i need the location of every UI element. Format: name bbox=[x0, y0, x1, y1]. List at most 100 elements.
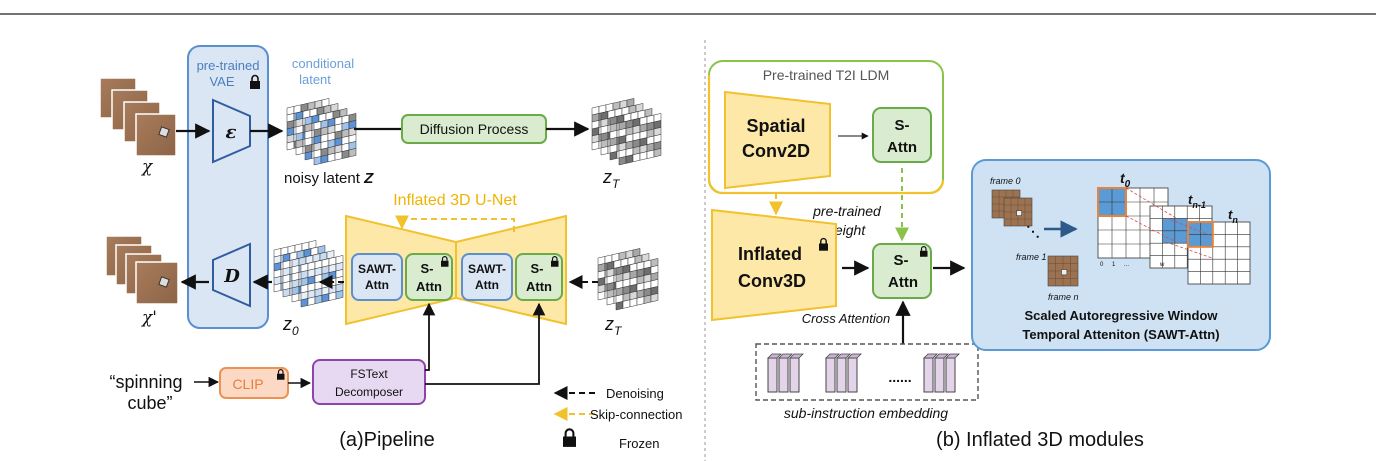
spatial-line-2: Conv2D bbox=[742, 141, 810, 161]
input-frames bbox=[99, 77, 177, 157]
latent-cell bbox=[646, 149, 655, 159]
window-cell-highlight bbox=[1174, 218, 1188, 231]
embedding-bar bbox=[789, 357, 800, 393]
window-cell-highlight bbox=[1098, 202, 1112, 216]
frame-n-thumb: frame n bbox=[1047, 255, 1079, 302]
frame-0-label: frame 0 bbox=[990, 176, 1021, 186]
sawt-2b: Attn bbox=[475, 278, 499, 292]
window-cell-highlight bbox=[1200, 222, 1213, 235]
window-cell-highlight bbox=[1112, 202, 1126, 216]
latent-cell bbox=[334, 151, 343, 161]
sawt-1b: Attn bbox=[365, 278, 389, 292]
inflated-line-2: Conv3D bbox=[738, 271, 806, 291]
embedding-bar-top bbox=[825, 353, 840, 359]
sattn-2a: S- bbox=[531, 261, 544, 276]
cond-latent-1: conditional bbox=[292, 56, 354, 71]
s-attn-top bbox=[872, 107, 932, 163]
embedding-bar-top bbox=[945, 353, 960, 359]
noisy-latent-grid bbox=[286, 98, 357, 166]
latent-cell bbox=[335, 290, 344, 300]
latent-cell bbox=[286, 141, 295, 151]
latent-cell bbox=[307, 296, 316, 306]
legend-skip: Skip-connection bbox=[590, 407, 683, 422]
embedding-bar-top bbox=[923, 353, 938, 359]
sawt-attn-block-2 bbox=[461, 253, 513, 301]
t0-label: t0 bbox=[1120, 170, 1131, 190]
frame-n-label: frame n bbox=[1048, 292, 1079, 302]
lock-icon bbox=[250, 74, 260, 89]
window-link bbox=[1165, 217, 1213, 237]
embedding-dots: ...... bbox=[888, 369, 911, 385]
embedding-box bbox=[755, 343, 979, 401]
encoder-symbol: ε bbox=[226, 122, 237, 143]
sattn-mid-a: S- bbox=[894, 252, 909, 269]
caption-a: (a)Pipeline bbox=[339, 429, 435, 451]
z0-label: z0 bbox=[282, 314, 299, 338]
window-cell-highlight bbox=[1112, 188, 1126, 202]
latent-cell bbox=[327, 152, 336, 163]
decoder bbox=[212, 242, 251, 308]
latent-cell bbox=[643, 294, 652, 304]
clip-label: CLIP bbox=[232, 376, 263, 392]
arrow-fstext-sattn-1 bbox=[422, 302, 436, 371]
latent-cell bbox=[313, 156, 322, 166]
vae-label-1: pre-trained bbox=[197, 58, 260, 73]
noisy-latent-label: noisy latent Z bbox=[284, 170, 374, 187]
sawt-attn-block-1 bbox=[351, 253, 403, 301]
ldm-title: Pre-trained T2I LDM bbox=[763, 67, 890, 83]
sattn-1a: S- bbox=[421, 261, 434, 276]
lock-icon bbox=[277, 369, 285, 380]
inflated-line-1: Inflated bbox=[738, 244, 802, 264]
latent-cell bbox=[295, 146, 304, 156]
sawt-title-1: Scaled Autoregressive Window bbox=[1024, 308, 1218, 323]
embedding-bar bbox=[825, 357, 836, 393]
latent-cell bbox=[629, 297, 638, 308]
output-frames bbox=[105, 235, 179, 305]
latent-cell bbox=[348, 148, 357, 158]
tn1-label: tn-1 bbox=[1188, 192, 1206, 210]
embedding-bar bbox=[923, 357, 934, 393]
window-cell-highlight bbox=[1162, 218, 1175, 231]
sattn-1b: Attn bbox=[416, 279, 442, 294]
fstext-line-2: Decomposer bbox=[335, 385, 403, 399]
lock-icon bbox=[563, 428, 576, 447]
sawt-2a: SAWT- bbox=[468, 262, 506, 276]
latent-cell bbox=[622, 299, 631, 309]
latent-cell bbox=[320, 154, 329, 164]
frame-1-thumb: frame 1 bbox=[1016, 252, 1047, 262]
embedding-bar-top bbox=[789, 353, 804, 359]
output-label: χ' bbox=[141, 308, 157, 328]
embedding-bar bbox=[945, 357, 956, 393]
z0-grid bbox=[273, 240, 344, 308]
fstext-box bbox=[312, 359, 426, 405]
latent-cell bbox=[300, 298, 309, 308]
skip-connection bbox=[395, 215, 515, 232]
embedding-bar bbox=[778, 357, 789, 393]
latent-cell bbox=[632, 152, 641, 163]
tn-label: tn bbox=[1228, 207, 1238, 225]
encoder bbox=[212, 98, 251, 164]
arrow-fstext-sattn-2 bbox=[425, 302, 546, 385]
latent-cell bbox=[650, 293, 659, 303]
prompt-line-2: cube” bbox=[127, 393, 172, 413]
sattn-top-b: Attn bbox=[887, 139, 917, 156]
latent-cell bbox=[615, 301, 624, 311]
latent-cell bbox=[625, 154, 634, 164]
spatial-line-1: Spatial bbox=[746, 116, 805, 136]
latent-cell bbox=[600, 146, 609, 156]
latent-cell bbox=[653, 148, 662, 158]
latent-cell bbox=[609, 151, 618, 161]
embedding-bar-top bbox=[847, 353, 862, 359]
latent-cell bbox=[341, 149, 350, 159]
axis-tick: w bbox=[1159, 262, 1165, 268]
frame-dots: ⋱ bbox=[1026, 223, 1040, 239]
window-link bbox=[1125, 215, 1177, 243]
lock-icon bbox=[920, 246, 928, 257]
vae-label-2: VAE bbox=[209, 74, 234, 89]
thumb-cube bbox=[1061, 269, 1068, 276]
window-cell-highlight bbox=[1162, 230, 1175, 244]
zt-top-grid bbox=[591, 98, 662, 166]
embedding-bar-top bbox=[767, 353, 782, 359]
